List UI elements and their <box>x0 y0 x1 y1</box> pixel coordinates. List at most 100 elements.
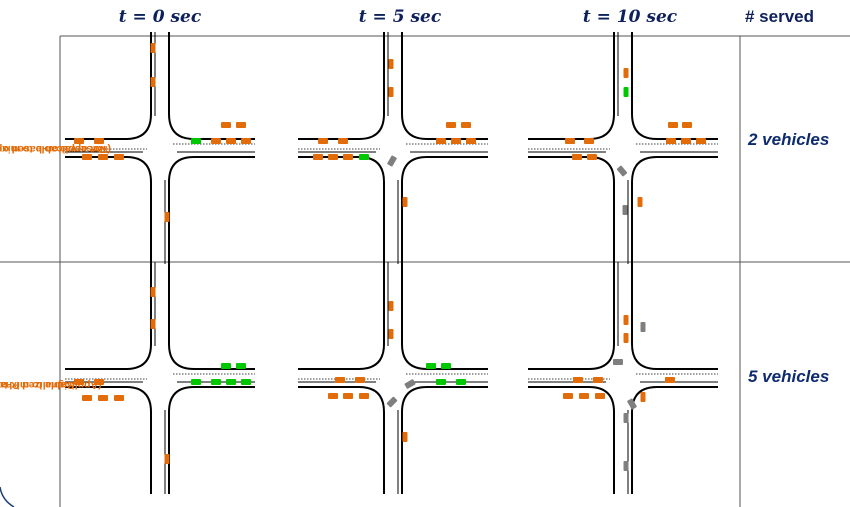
vehicle <box>164 212 170 222</box>
vehicle <box>402 432 408 442</box>
intersection-r0-t10 <box>528 32 718 264</box>
road-edge-bl <box>528 386 615 494</box>
grid-lines <box>0 35 850 507</box>
road-edge-bl <box>298 156 385 264</box>
vehicle <box>359 393 369 399</box>
intersection-r1-t10 <box>528 262 718 494</box>
vehicle <box>623 68 629 78</box>
vehicle <box>150 287 156 297</box>
vehicle <box>150 77 156 87</box>
vehicle <box>114 395 124 401</box>
road-edge-tl <box>65 32 152 140</box>
vehicle <box>386 396 398 408</box>
vehicle <box>665 377 675 383</box>
vehicle <box>94 379 104 385</box>
row-label-reservation-line2: (Not applicable to mix-traffic) <box>0 143 111 155</box>
header-t5: t = 5 sec <box>358 7 442 27</box>
header-t0: t = 0 sec <box>118 7 202 27</box>
vehicle <box>681 138 691 144</box>
road-edge-bl <box>528 156 615 264</box>
vehicle <box>402 197 408 207</box>
served-count-reservation: 2 vehicles <box>748 130 830 149</box>
vehicle <box>696 138 706 144</box>
vehicle <box>456 379 466 385</box>
vehicle <box>461 122 471 128</box>
intersection-r0-t5 <box>298 32 488 264</box>
intersections <box>65 32 718 494</box>
vehicle <box>388 87 394 97</box>
vehicle <box>387 155 397 167</box>
vehicle <box>82 154 92 160</box>
served-count-signalized: 5 vehicles <box>748 367 830 386</box>
vehicle <box>164 454 170 464</box>
road-edge-tl <box>298 262 385 370</box>
vehicle <box>666 138 676 144</box>
vehicle <box>436 379 446 385</box>
row-label-signalized-line2: (Applicable to mix-traffic) <box>0 378 102 391</box>
vehicle <box>623 315 629 325</box>
road-edge-tr <box>401 262 488 370</box>
vehicle <box>623 461 629 471</box>
vehicle <box>359 154 369 160</box>
vehicle <box>388 301 394 311</box>
vehicle <box>226 138 236 144</box>
vehicle <box>404 379 416 389</box>
vehicle <box>98 154 108 160</box>
vehicle <box>241 138 251 144</box>
road-edge-bl <box>65 156 152 264</box>
road-edge-tr <box>168 262 255 370</box>
vehicle <box>236 363 246 369</box>
vehicle <box>241 379 251 385</box>
vehicle <box>579 393 589 399</box>
vehicle <box>623 333 629 343</box>
vehicle <box>236 122 246 128</box>
vehicle <box>221 122 231 128</box>
vehicle <box>446 122 456 128</box>
road-edge-tl <box>528 262 615 370</box>
vehicle <box>114 154 124 160</box>
vehicle <box>441 363 451 369</box>
vehicle <box>328 154 338 160</box>
vehicle <box>343 393 353 399</box>
vehicle <box>211 138 221 144</box>
vehicle <box>668 122 678 128</box>
road-edge-bl <box>298 386 385 494</box>
vehicle <box>682 122 692 128</box>
header-t10: t = 10 sec <box>582 7 678 27</box>
vehicle <box>388 59 394 69</box>
road-edge-br <box>168 156 255 264</box>
vehicle <box>335 377 345 383</box>
road-edge-tr <box>401 32 488 140</box>
road-edge-tl <box>65 262 152 370</box>
vehicle <box>613 359 623 365</box>
vehicle <box>313 154 323 160</box>
vehicle <box>82 395 92 401</box>
road-edge-br <box>168 386 255 494</box>
intersection-r1-t0 <box>65 262 255 494</box>
vehicle <box>150 43 156 53</box>
vehicle <box>426 363 436 369</box>
road-edge-bl <box>65 386 152 494</box>
vehicle <box>98 395 108 401</box>
vehicle <box>623 413 629 423</box>
vehicle <box>623 87 629 97</box>
vehicle <box>622 205 628 215</box>
vehicle <box>595 393 605 399</box>
road-edge-tl <box>528 32 615 140</box>
vehicle <box>584 138 594 144</box>
intersection-r0-t0 <box>65 32 255 264</box>
vehicle <box>640 322 646 332</box>
vehicle <box>451 138 461 144</box>
vehicle <box>616 165 628 177</box>
vehicle <box>328 393 338 399</box>
vehicle <box>436 138 446 144</box>
vehicle <box>637 197 643 207</box>
vehicle <box>388 329 394 339</box>
vehicle <box>640 392 646 402</box>
vehicle <box>565 138 575 144</box>
vehicle <box>94 138 104 144</box>
vehicle <box>191 379 201 385</box>
road-edge-tr <box>631 32 718 140</box>
vehicle <box>466 138 476 144</box>
